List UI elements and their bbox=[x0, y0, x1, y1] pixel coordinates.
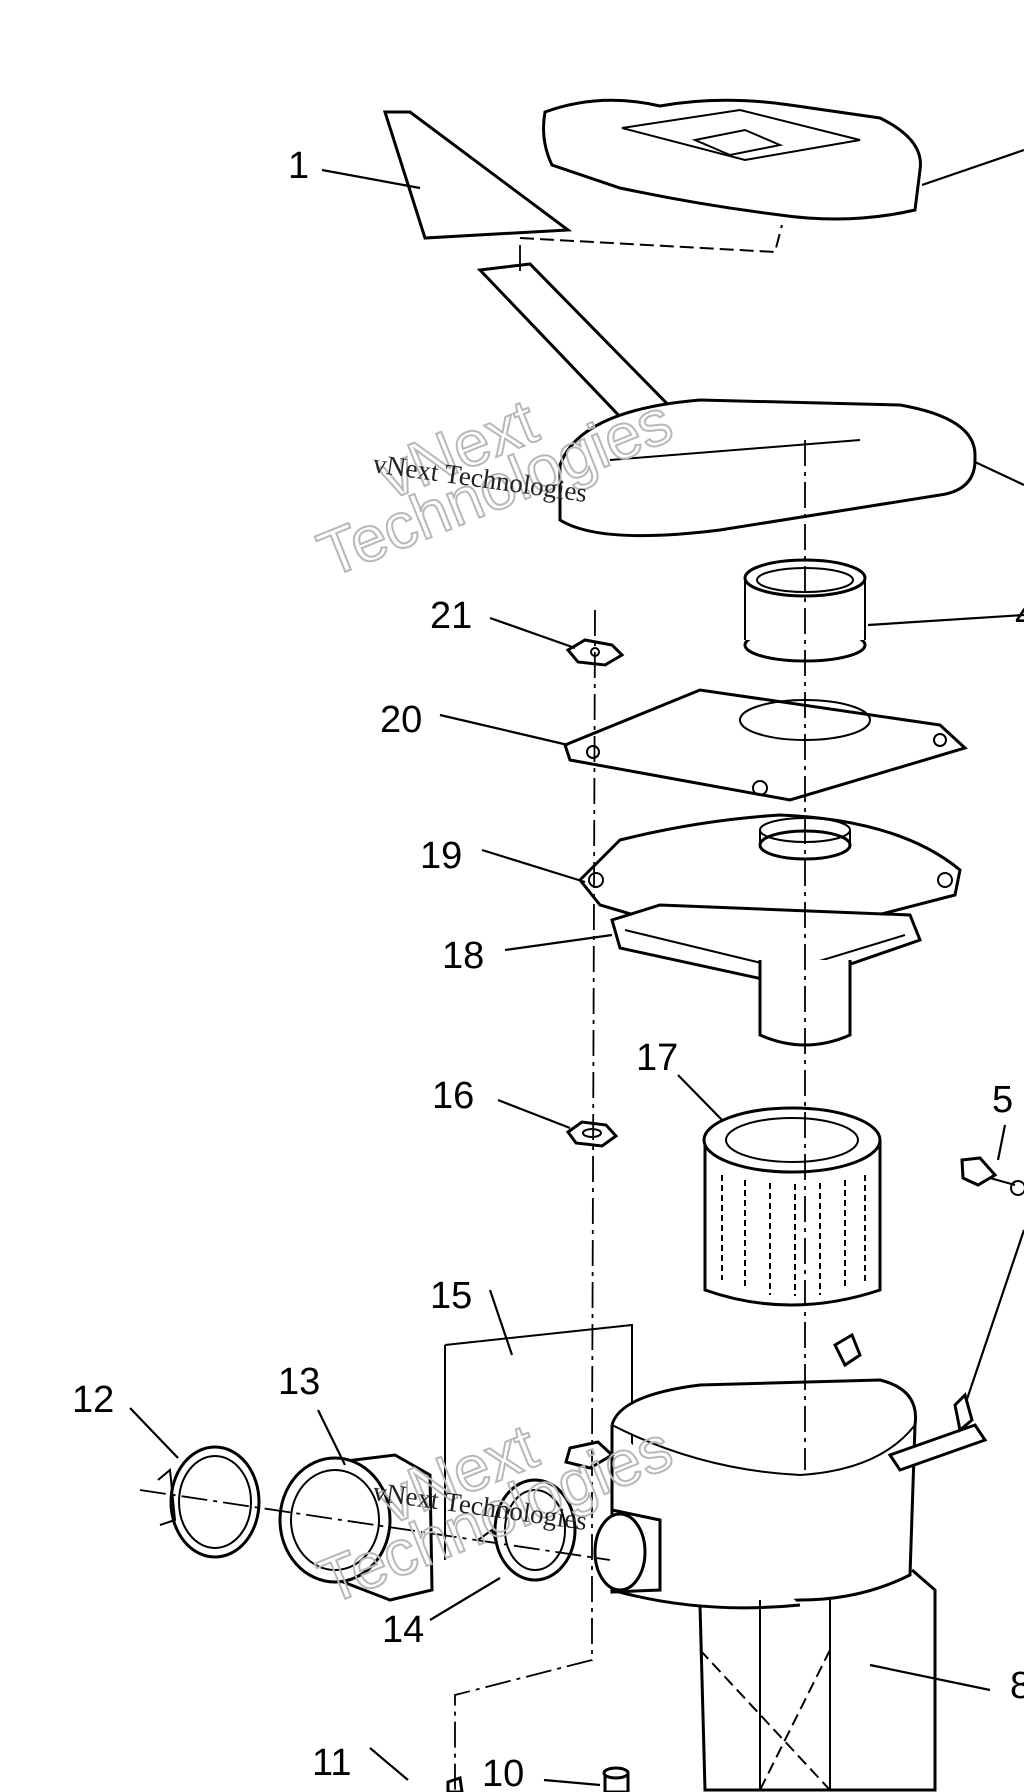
callout-19: 19 bbox=[420, 835, 462, 877]
callout-13: 13 bbox=[278, 1361, 320, 1403]
part-14-clamp bbox=[429, 1478, 577, 1621]
callout-21: 21 bbox=[430, 595, 472, 637]
part-5-bolt bbox=[958, 1124, 1024, 1421]
callout-17: 17 bbox=[636, 1037, 678, 1079]
callout-15: 15 bbox=[430, 1275, 472, 1317]
part-21-nut bbox=[489, 616, 625, 667]
callout-4: 4 bbox=[1015, 595, 1024, 637]
part-4-coupler bbox=[743, 558, 1024, 663]
part-12-clamp-ring bbox=[129, 1407, 261, 1559]
part-20-cover-plate bbox=[439, 688, 968, 802]
intake-cover-part bbox=[476, 262, 1024, 538]
callout-16: 16 bbox=[432, 1075, 474, 1117]
part-1-pad bbox=[321, 110, 783, 254]
part-18-gasket bbox=[504, 903, 922, 1047]
callout-1: 1 bbox=[288, 145, 309, 187]
callout-8: 8 bbox=[1010, 1665, 1024, 1707]
part-10-vent bbox=[543, 1766, 630, 1792]
callout-20: 20 bbox=[380, 699, 422, 741]
part-13-duct bbox=[278, 1409, 434, 1602]
callout-14: 14 bbox=[382, 1609, 424, 1651]
callout-10: 10 bbox=[482, 1753, 524, 1792]
part-11-bolt bbox=[369, 1747, 464, 1792]
foam-pad-part bbox=[542, 98, 1024, 221]
part-17-filter bbox=[677, 1074, 882, 1307]
part-16-nut bbox=[497, 1098, 619, 1148]
callout-11: 11 bbox=[312, 1742, 351, 1784]
assembly-centerlines bbox=[139, 245, 806, 1790]
airbox-housing bbox=[564, 1332, 991, 1792]
callout-12: 12 bbox=[72, 1379, 114, 1421]
callout-5: 5 bbox=[992, 1079, 1013, 1121]
callout-18: 18 bbox=[442, 935, 484, 977]
